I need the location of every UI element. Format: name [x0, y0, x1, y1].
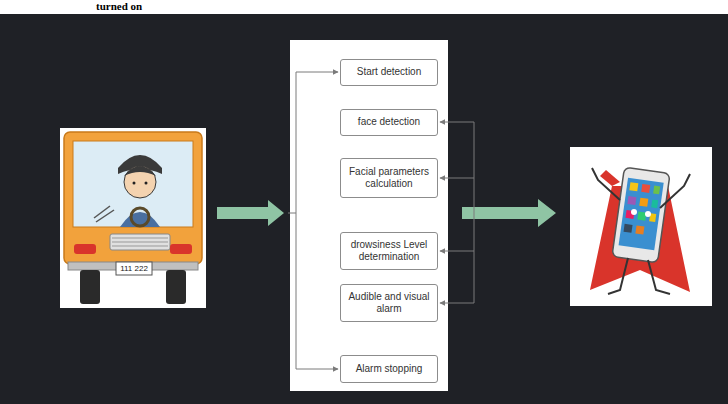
process-box: Start detection — [340, 59, 438, 86]
flow-arrow — [462, 199, 556, 227]
flow-arrow — [217, 200, 284, 226]
box-label: Facial parameters calculation — [341, 164, 437, 192]
license-plate-text: 111 222 — [120, 263, 148, 274]
process-box: Audible and visual alarm — [340, 284, 438, 322]
process-box: face detection — [340, 109, 438, 136]
feedback-line — [440, 122, 474, 303]
box-label: drowsiness Level determination — [341, 237, 437, 265]
process-box: Alarm stopping — [340, 355, 438, 383]
bracket-line — [288, 72, 338, 369]
process-panel — [290, 40, 448, 391]
process-box: drowsiness Level determination — [340, 232, 438, 270]
box-label: Start detection — [353, 64, 425, 80]
dark-background — [0, 14, 728, 404]
truck-illustration — [60, 128, 206, 308]
phone-illustration — [570, 147, 712, 306]
process-box: Facial parameters calculation — [340, 158, 438, 198]
caption-fragment: turned on — [96, 0, 142, 13]
box-label: face detection — [354, 114, 424, 130]
box-label: Audible and visual alarm — [341, 289, 437, 317]
box-label: Alarm stopping — [352, 361, 427, 377]
